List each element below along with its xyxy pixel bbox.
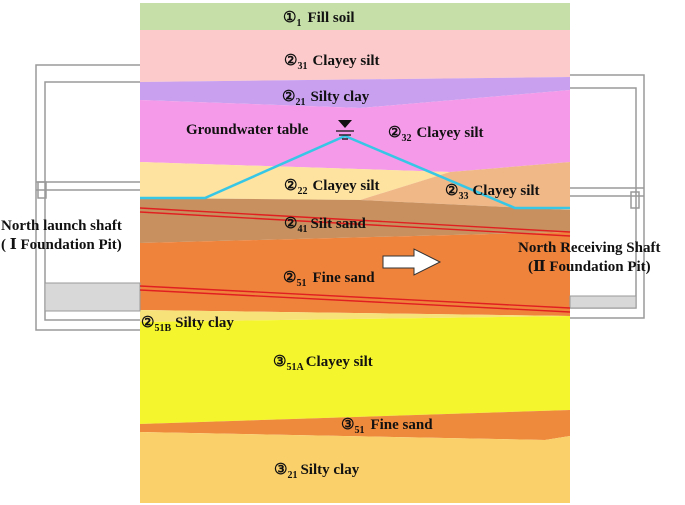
north-launch-shaft-label: North launch shaft	[1, 218, 122, 234]
lower-tunnel-lines	[139, 285, 571, 313]
layer-clayey-silt-31	[140, 30, 570, 82]
layer-fill-soil	[140, 3, 570, 30]
north-receiving-shaft-sublabel: (Ⅱ Foundation Pit)	[528, 259, 651, 275]
layer-clayey-silt-22	[140, 162, 450, 200]
tunnel-direction-arrow	[382, 248, 442, 276]
layer-silty-clay-3-21	[140, 432, 570, 503]
north-launch-shaft-outline	[35, 64, 140, 331]
layer-silty-clay-51b	[140, 310, 570, 322]
layer-clayey-silt-32	[140, 90, 570, 172]
groundwater-table-symbol	[336, 120, 354, 140]
launch-shaft-base-hatch	[44, 282, 141, 312]
north-receiving-shaft-outline	[570, 74, 645, 319]
groundwater-line	[140, 134, 570, 210]
layer-fine-sand-3-51	[140, 410, 570, 440]
layer-silty-clay-21	[140, 77, 570, 108]
north-receiving-shaft-label: North Receiving Shaft	[518, 240, 661, 256]
upper-tunnel-lines	[139, 207, 571, 237]
north-launch-shaft-sublabel: ( Ⅰ Foundation Pit)	[1, 237, 122, 253]
layer-clayey-silt-51a	[140, 316, 570, 424]
label-groundwater-table: Groundwater table	[186, 122, 309, 138]
receiving-shaft-base-hatch	[569, 295, 637, 309]
